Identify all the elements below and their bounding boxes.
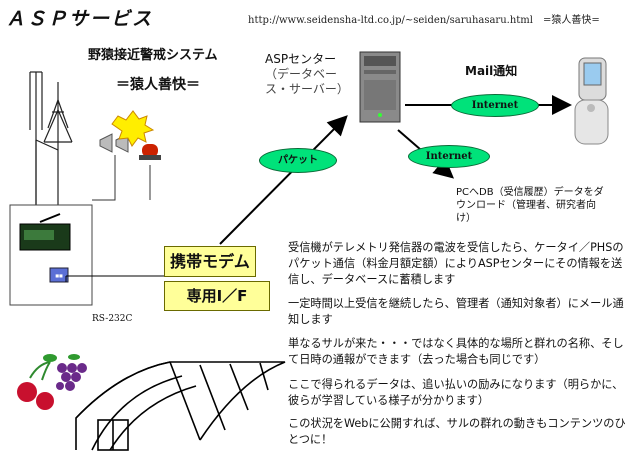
internet-mail-pill: Internet — [451, 94, 539, 117]
page-title: ＡＳＰサービス — [6, 8, 154, 30]
modem-box: 携帯モデム — [164, 246, 256, 277]
packet-arrow — [219, 115, 348, 245]
page-url: http://www.seidensha-ltd.co.jp/~seiden/s… — [248, 15, 600, 26]
dedicated-if-box: 専用I／F — [164, 281, 270, 311]
description-item: 単なるサルが来た・・・ではなく具体的な場所と群れの名称、そして日時の通報ができま… — [288, 337, 624, 366]
svg-text:■■: ■■ — [55, 273, 63, 278]
antenna-icon — [29, 71, 73, 212]
phone-icon — [574, 57, 609, 145]
receiver-icon: ■■ — [9, 204, 93, 306]
description-item: ここで得られるデータは、追い払いの励みになります（明らかに、彼らが学習している様… — [288, 378, 624, 407]
internet-pc-pill: Internet — [408, 145, 490, 168]
system-brand: ＝猿人善快＝ — [116, 77, 200, 93]
pc-download-label: PCへDB（受信履歴）データをダウンロード（管理者、研究者向け） — [456, 187, 604, 224]
rs232c-label: RS-232C — [92, 314, 133, 324]
server-subtitle: （データベース・サーバー） — [265, 67, 349, 96]
description-item: 受信機がテレメトリ発信器の電波を受信したら、ケータイ／PHSのパケット通信（料金… — [288, 241, 624, 286]
server-icon — [359, 51, 401, 123]
system-name: 野猿接近警戒システム — [88, 48, 218, 63]
siren-icon — [111, 110, 161, 160]
server-label: ASPセンター （データベース・サーバー） — [265, 52, 357, 97]
description-item: この状況をWebに公開すれば、サルの群れの動きもコンテンツのひとつに！ — [288, 417, 626, 446]
packet-pill: パケット — [259, 148, 337, 173]
cherry-icon — [17, 354, 57, 410]
description-item: 一定時間以上受信を継続したら、管理者（通知対象者）にメール通知します — [288, 297, 624, 326]
greenhouse-icon — [75, 361, 286, 451]
mail-label: Mail通知 — [465, 64, 518, 78]
grape-icon — [56, 354, 87, 391]
server-title: ASPセンター — [265, 52, 337, 66]
